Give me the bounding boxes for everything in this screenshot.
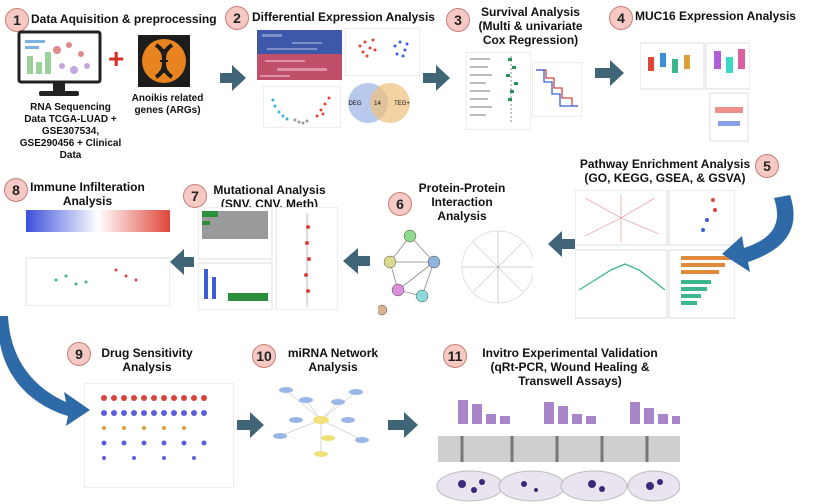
- validation-panel: [436, 400, 680, 502]
- arrow-7-to-8: [170, 249, 194, 275]
- step-2-badge: 2: [225, 6, 249, 30]
- step-9-title: Drug Sensitivity Analysis: [101, 346, 193, 374]
- arrow-2-to-3: [423, 65, 450, 91]
- step-11-title: Invitro Experimental Validation (qRt-PCR…: [482, 346, 658, 388]
- step-11-badge: 11: [443, 344, 467, 368]
- plus-sign: +: [108, 43, 125, 74]
- venn-right-label: TEG+: [394, 101, 410, 107]
- step-7-badge: 7: [183, 184, 207, 208]
- arrow-8-to-9: [0, 316, 90, 426]
- muc16-boxplots: [640, 42, 750, 142]
- enrichment-panel: [575, 190, 735, 319]
- step-3-badge: 3: [446, 8, 470, 32]
- step-1-badge: 1: [5, 8, 29, 32]
- arrow-1-to-2: [220, 65, 246, 91]
- venn-left-label: DEG: [348, 101, 362, 107]
- ppi-network: [378, 229, 533, 316]
- rna-seq-label: RNA Sequencing Data TCGA-LUAD + GSE30753…: [19, 102, 122, 161]
- step-2-title: Differential Expression Analysis: [252, 10, 435, 24]
- step-8-title: Immune Infilteration Analysis: [30, 180, 145, 208]
- computer-icon: [17, 30, 102, 96]
- step-6-title: Protein-Protein Interaction Analysis: [418, 181, 506, 223]
- venn-diagram: [348, 83, 410, 123]
- step-4-badge: 4: [609, 6, 633, 30]
- mutation-panel: [198, 207, 338, 310]
- km-curve: [532, 62, 582, 117]
- arrow-9-to-10: [237, 412, 264, 438]
- arrow-6-to-7: [343, 248, 370, 274]
- cox-forest-plot: [466, 52, 531, 130]
- step-1-title: Data Aquisition & preprocessing: [31, 12, 217, 26]
- step-5-title: Pathway Enrichment Analysis (GO, KEGG, G…: [579, 157, 751, 185]
- volcano-plot: [263, 86, 341, 128]
- arrow-10-to-11: [388, 412, 418, 438]
- immune-heatmap: [25, 210, 170, 306]
- arrow-3-to-4: [595, 60, 624, 86]
- pca-panel: [345, 28, 420, 76]
- step-4-title: MUC16 Expression Analysis: [635, 9, 796, 23]
- step-10-title: miRNA Network Analysis: [287, 346, 379, 374]
- mirna-network: [273, 387, 369, 457]
- args-label: Anoikis related genes (ARGs): [131, 93, 204, 116]
- step-10-badge: 10: [252, 344, 276, 368]
- step-3-title: Survival Analysis (Multi & univariate Co…: [478, 5, 583, 47]
- dna-icon: [138, 35, 190, 87]
- step-9-badge: 9: [67, 342, 91, 366]
- arrow-5-to-6: [548, 231, 575, 257]
- drug-dotplot: [84, 383, 234, 488]
- step-6-badge: 6: [388, 192, 412, 216]
- venn-center-label: 14: [374, 101, 381, 107]
- heatmap-panel: [257, 30, 342, 80]
- step-8-badge: 8: [4, 178, 28, 202]
- step-5-badge: 5: [755, 154, 779, 178]
